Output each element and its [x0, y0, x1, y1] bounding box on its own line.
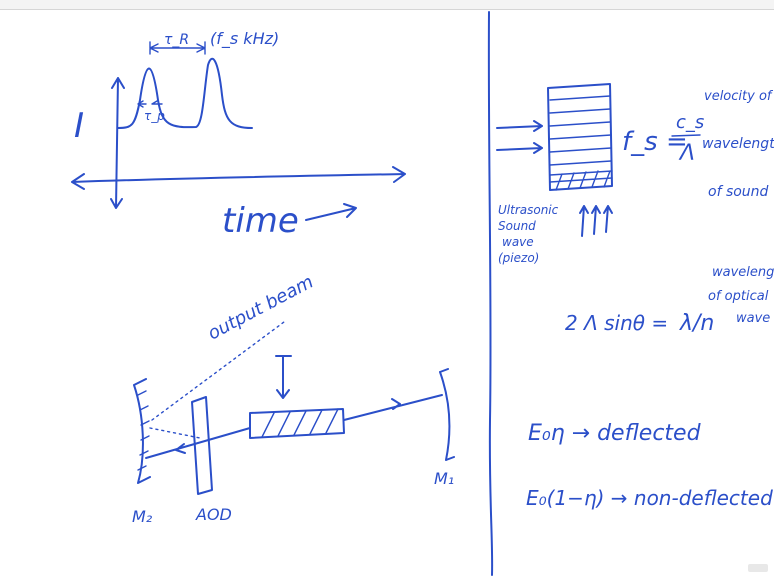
beam-left — [145, 427, 251, 459]
fs-numerator: c_s — [676, 112, 704, 133]
intensity-label: I — [74, 106, 84, 146]
wavelength-note-2: of sound — [708, 184, 769, 200]
time-label: time — [222, 201, 299, 241]
vertical-divider — [487, 11, 494, 576]
non-deflected-line: E₀(1−η) → non-deflected — [526, 486, 773, 510]
m2-label: M₂ — [132, 507, 153, 526]
output-beam-label: output beam — [204, 271, 316, 344]
beam-right — [343, 394, 443, 421]
period-label: τ_R — [164, 32, 189, 48]
top-bar — [0, 0, 774, 10]
x-axis — [71, 166, 406, 190]
velocity-note: velocity of sound — [704, 89, 774, 104]
width-marker — [137, 100, 163, 108]
frequency-label: (f_s kHz) — [210, 29, 279, 49]
fraction-bar — [671, 134, 701, 137]
transducer-note-4: (piezo) — [498, 251, 539, 265]
input-arrow-1 — [496, 120, 543, 132]
y-axis — [110, 77, 125, 209]
pulse-train — [117, 58, 253, 129]
watermark-badge — [748, 564, 768, 572]
bragg-note-1: wavelength — [712, 265, 774, 280]
m1-label: M₁ — [434, 469, 454, 488]
transducer-note-1: Ultrasonic — [498, 203, 559, 217]
crystal-block — [249, 408, 345, 439]
mirror-m1 — [439, 368, 455, 461]
period-marker — [149, 41, 206, 55]
transducer-arrow — [275, 355, 292, 399]
fs-formula: f_s = — [622, 127, 688, 157]
mirror-m2 — [133, 378, 151, 484]
transducer-note-2: Sound — [498, 219, 536, 233]
sound-arrows — [579, 205, 613, 237]
mirror-m2-hatch — [137, 390, 150, 471]
piezo-hatch — [549, 170, 613, 191]
output-beam-lower — [149, 427, 201, 439]
fs-denominator: Λ — [678, 141, 695, 166]
aod-label: AOD — [195, 505, 232, 524]
aod-block — [191, 396, 213, 495]
cell-wavefronts — [549, 95, 612, 166]
wavelength-note-1: wavelength — [702, 136, 774, 152]
bragg-note-2: of optical — [708, 289, 769, 304]
time-arrow — [305, 203, 357, 221]
crystal-hatch — [261, 408, 339, 438]
transducer-note-3: wave — [502, 235, 534, 249]
input-arrow-2 — [496, 142, 543, 154]
deflected-line: E₀η → deflected — [528, 421, 702, 446]
bragg-rhs: λ/n — [679, 311, 714, 336]
sound-cell — [547, 83, 613, 191]
bragg-note-3: wave — [736, 311, 770, 326]
bragg-formula: 2 Λ sinθ = — [565, 311, 668, 335]
width-label: τ_p — [144, 109, 165, 123]
